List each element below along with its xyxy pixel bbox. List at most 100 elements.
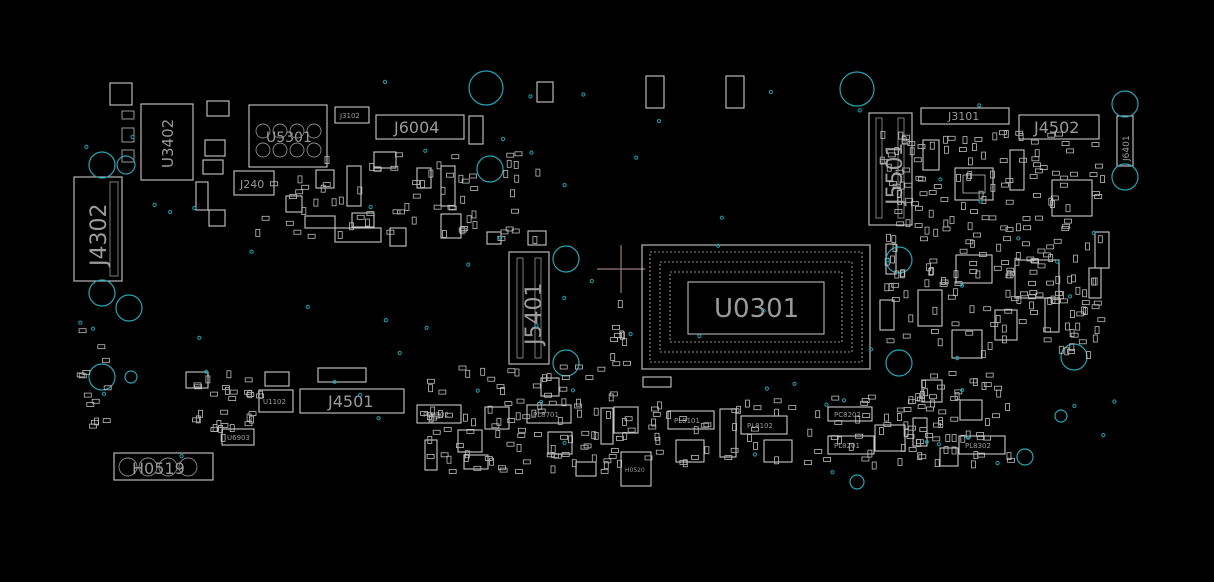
component-small[interactable] — [346, 165, 362, 207]
passive-pad — [983, 435, 991, 441]
component-small[interactable] — [879, 299, 895, 331]
component-small[interactable] — [1094, 231, 1110, 269]
component-small[interactable] — [424, 439, 438, 471]
via — [1101, 433, 1106, 438]
inductor-pl8201[interactable]: PL8201 — [827, 435, 875, 455]
component-small[interactable] — [440, 213, 462, 239]
passive-pad — [871, 461, 877, 470]
component-small[interactable] — [185, 371, 209, 389]
component-small[interactable] — [645, 75, 665, 109]
component-small[interactable] — [317, 367, 367, 383]
passive-pad — [978, 190, 984, 199]
component-small[interactable] — [440, 165, 456, 207]
capacitor-pc8202[interactable]: PC8202 — [827, 406, 873, 422]
chip-u6903[interactable]: U6903 — [221, 428, 255, 446]
via — [966, 435, 971, 440]
via — [768, 89, 774, 95]
passive-pad — [981, 382, 987, 391]
passive-pad — [1043, 252, 1051, 258]
component-small[interactable] — [939, 447, 959, 467]
chip-u5301[interactable]: U5301 — [248, 104, 328, 168]
passive-pad — [1033, 192, 1041, 198]
passive-pad — [1047, 132, 1056, 138]
mounting-h0519[interactable]: H0519 — [113, 452, 214, 481]
component-small[interactable] — [642, 376, 672, 388]
component-small[interactable] — [540, 377, 560, 397]
chip-square[interactable] — [951, 329, 983, 359]
component-small[interactable] — [575, 461, 597, 477]
inductor-pl8302[interactable]: PL8302 — [958, 435, 1006, 455]
component-small[interactable] — [334, 227, 382, 243]
inductor-pl8102[interactable]: PL8102 — [740, 415, 788, 435]
component-small[interactable] — [917, 289, 943, 327]
component-small[interactable] — [763, 439, 793, 463]
inductor-pl8701[interactable]: PL8701 — [526, 404, 572, 424]
chip-square[interactable] — [1014, 259, 1060, 299]
component-small[interactable] — [416, 167, 432, 189]
component-small[interactable] — [208, 209, 226, 227]
component-small[interactable] — [527, 230, 547, 246]
passive-pad — [908, 425, 916, 431]
component-small[interactable] — [719, 408, 737, 458]
component-small[interactable] — [109, 82, 133, 106]
passive-pad — [900, 269, 906, 278]
passive-pad — [210, 427, 219, 433]
component-small[interactable] — [285, 195, 303, 213]
component-small[interactable] — [675, 439, 705, 463]
component-small[interactable] — [1088, 267, 1102, 299]
component-small[interactable] — [484, 406, 510, 430]
component-small[interactable] — [206, 100, 230, 117]
component-small[interactable] — [121, 149, 135, 163]
component-small[interactable] — [1009, 149, 1025, 191]
component-small[interactable] — [613, 406, 639, 434]
passive-pad — [216, 419, 222, 428]
component-small[interactable] — [600, 407, 614, 445]
passive-pad — [925, 432, 933, 438]
connector-j5501[interactable]: J5501 — [868, 112, 913, 226]
connector-j4502[interactable]: J4502 — [1018, 114, 1100, 140]
passive-pad — [904, 182, 913, 188]
chip-u1102[interactable]: U1102 — [258, 389, 294, 413]
component-small[interactable] — [922, 139, 940, 171]
inductor-pl8101[interactable]: PL8101 — [667, 410, 715, 430]
mounting-h0520[interactable]: H0520 — [620, 451, 652, 487]
component-small[interactable] — [959, 399, 983, 421]
component-small[interactable] — [994, 309, 1018, 341]
component-small[interactable] — [264, 371, 290, 387]
component-small[interactable] — [204, 139, 226, 157]
component-small[interactable] — [536, 81, 554, 103]
component-small[interactable] — [457, 429, 483, 453]
chip-square[interactable] — [954, 167, 994, 201]
inductor-pl8702[interactable]: PL8702 — [416, 404, 462, 424]
connector-j4302[interactable]: J4302 — [73, 176, 123, 282]
passive-pad — [745, 399, 750, 408]
component-small[interactable] — [304, 215, 336, 229]
cpu-u0301[interactable]: U0301 — [641, 244, 871, 370]
component-small[interactable] — [468, 115, 484, 145]
component-small[interactable] — [373, 151, 397, 169]
component-small[interactable] — [202, 159, 224, 175]
chip-square[interactable] — [955, 254, 993, 284]
component-small[interactable] — [121, 127, 135, 143]
passive-pad — [440, 452, 449, 458]
component-small[interactable] — [351, 212, 375, 228]
passive-pad — [890, 255, 895, 264]
component-small[interactable] — [874, 424, 906, 452]
chip-u3402[interactable]: U3402 — [140, 103, 194, 181]
connector-j6401[interactable]: J6401 — [1116, 115, 1134, 167]
component-small[interactable] — [725, 75, 745, 109]
component-small[interactable] — [195, 181, 209, 211]
chip-square[interactable] — [962, 174, 986, 194]
component-small[interactable] — [463, 454, 489, 470]
component-small[interactable] — [389, 227, 407, 247]
component-small[interactable] — [486, 231, 502, 245]
component-small[interactable] — [921, 379, 943, 403]
connector-j3102[interactable]: J3102 — [334, 106, 370, 124]
connector-j6004[interactable]: J6004 — [375, 114, 465, 140]
component-small[interactable] — [121, 110, 135, 120]
connector-j4501[interactable]: J4501 — [299, 388, 405, 414]
connector-j3101[interactable]: J3101 — [920, 107, 1010, 125]
connector-j240[interactable]: J240 — [233, 170, 275, 196]
connector-j5401[interactable]: J5401 — [508, 251, 550, 365]
